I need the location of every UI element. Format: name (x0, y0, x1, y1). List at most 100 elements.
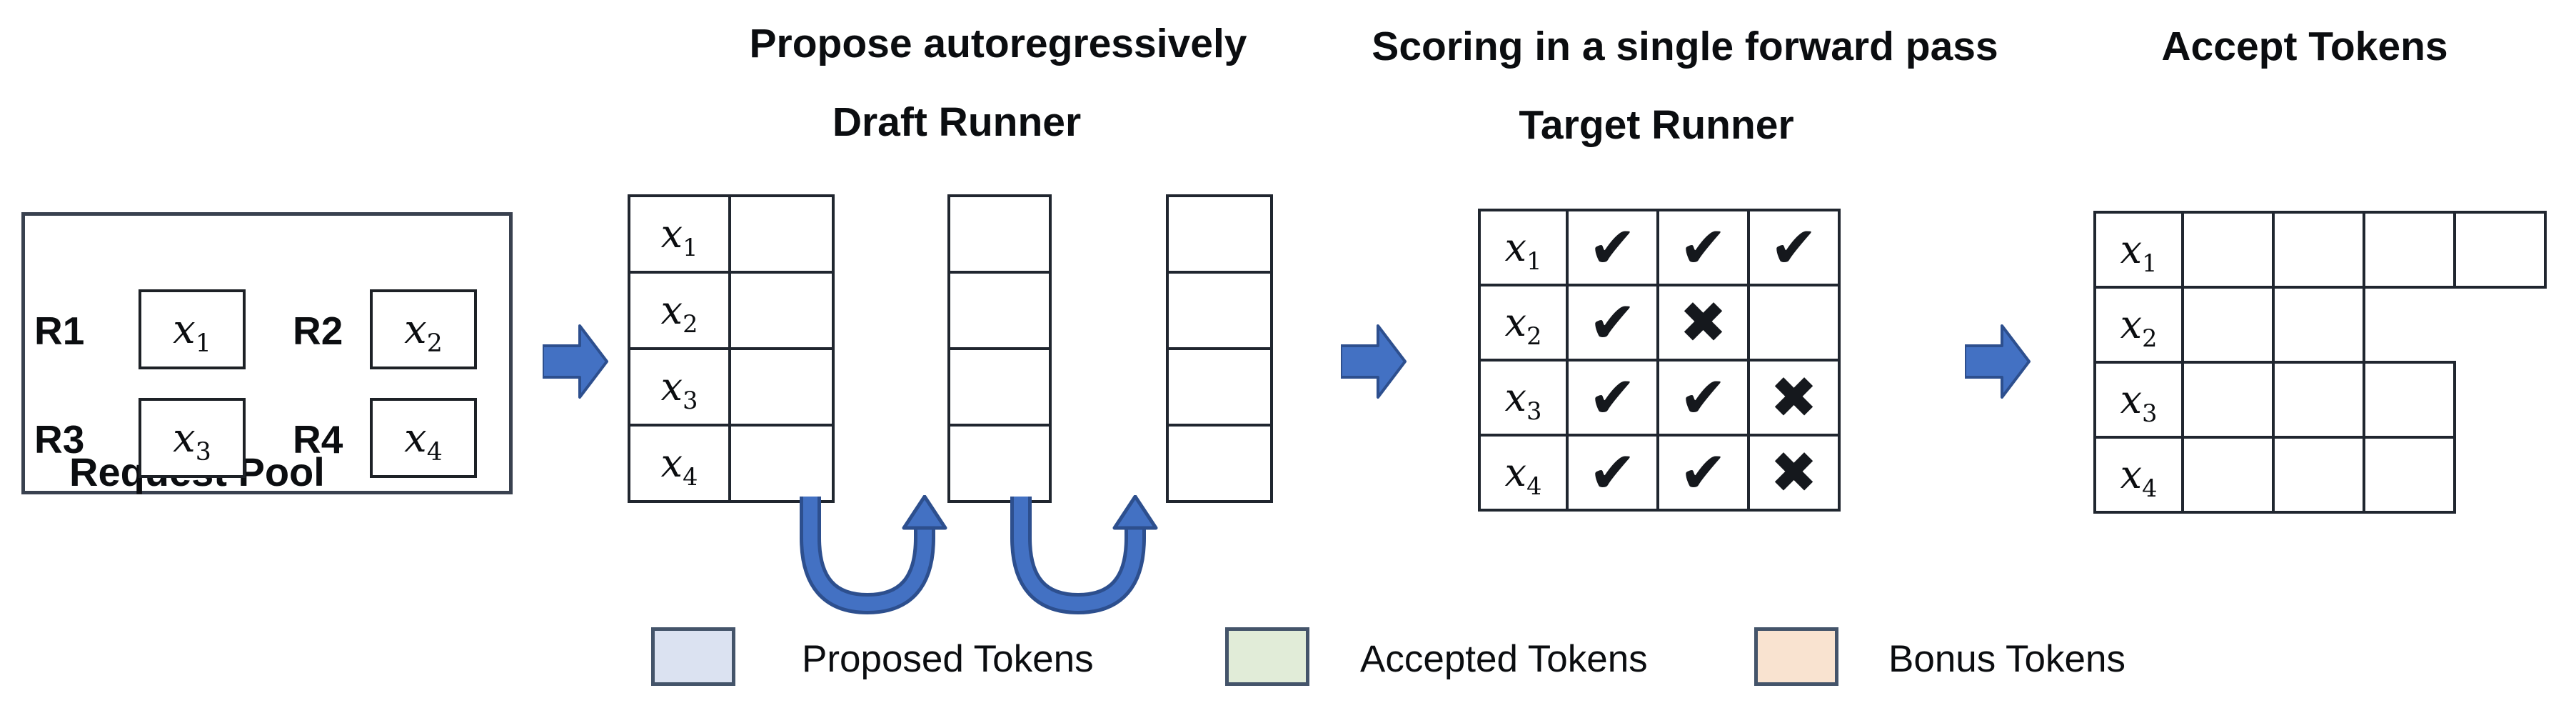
loop-arrow-icon (1010, 495, 1158, 615)
accepted-token-cell (2363, 211, 2456, 289)
proposed-token-cell (947, 194, 1052, 274)
accept-result-grid: x1 x2 x3 x4 (2093, 211, 2547, 514)
loop-arrow-icons (800, 495, 1158, 615)
loop-arrow-icon (800, 495, 947, 615)
accepted-token-cell (2272, 211, 2365, 289)
cross-icon: ✖ (1769, 439, 1818, 506)
target-score-grid: x1✔✔✔x2✔✖x3✔✔✖x4✔✔✖ (1478, 209, 1841, 512)
check-icon: ✔ (1588, 364, 1637, 431)
request-token-box: x2 (370, 289, 477, 369)
accept-row-label-cell: x1 (2093, 211, 2184, 289)
accept-row-label: x1 (2120, 227, 2158, 277)
request-id-label: R3 (34, 417, 85, 462)
empty-cell (2455, 287, 2545, 362)
accept-row-label-cell: x4 (2093, 436, 2184, 514)
accepted-token-cell (2272, 361, 2365, 439)
accept-row-label: x4 (2120, 452, 2158, 502)
proposed-token-cell (947, 347, 1052, 427)
flow-arrow-icon (543, 324, 608, 399)
legend-swatch-bonus (1754, 627, 1838, 686)
accept-row-label-cell: x3 (2093, 361, 2184, 439)
accepted-check-cell: ✔ (1656, 209, 1750, 286)
check-icon: ✔ (1588, 214, 1637, 281)
target-row-label: x1 (1504, 225, 1542, 275)
draft-grid-step1: x1 x2 x3 x4 (628, 194, 835, 503)
rejected-cross-cell: ✖ (1656, 284, 1750, 362)
rejected-cross-cell: ✖ (1747, 359, 1841, 437)
draft-grid-step2 (947, 194, 1052, 503)
accepted-token-cell (2181, 436, 2275, 514)
flow-arrow-icon (1965, 324, 2031, 399)
draft-row-label-cell: x2 (628, 271, 731, 350)
accept-row-label: x2 (2120, 302, 2158, 352)
accepted-check-cell: ✔ (1747, 209, 1841, 286)
draft-row-label: x3 (660, 364, 698, 414)
accepted-check-cell: ✔ (1566, 434, 1659, 512)
target-row-label-cell: x1 (1478, 209, 1569, 286)
empty-cell (2455, 362, 2545, 437)
target-row-label-cell: x2 (1478, 284, 1569, 362)
accepted-check-cell: ✔ (1566, 284, 1659, 362)
target-row-label: x4 (1504, 450, 1542, 500)
bonus-token-cell (2453, 211, 2547, 289)
title-accept-tokens: Accept Tokens (2161, 24, 2448, 69)
unscored-cell (1747, 284, 1841, 362)
accepted-token-cell (2181, 286, 2275, 364)
accept-row-label: x3 (2120, 377, 2158, 427)
request-id-label: R2 (293, 309, 343, 353)
legend-swatch-proposed (651, 627, 735, 686)
bonus-token-cell (2363, 361, 2456, 439)
draft-row-label: x4 (660, 441, 698, 491)
draft-row-label-cell: x1 (628, 194, 731, 274)
check-icon: ✔ (1588, 439, 1637, 506)
request-token-box: x1 (139, 289, 246, 369)
title-target-runner: Target Runner (1519, 102, 1794, 148)
title-draft-runner: Draft Runner (832, 99, 1082, 145)
check-icon: ✔ (1679, 439, 1728, 506)
bonus-token-cell (2272, 286, 2365, 364)
check-icon: ✔ (1588, 289, 1637, 356)
check-icon: ✔ (1679, 364, 1728, 431)
accepted-check-cell: ✔ (1656, 434, 1750, 512)
request-token-box: x4 (370, 398, 477, 478)
proposed-token-cell (728, 347, 835, 427)
request-token-box: x3 (139, 398, 246, 478)
proposed-token-cell (1166, 424, 1273, 503)
request-token-label: x1 (173, 306, 211, 358)
rejected-cross-cell: ✖ (1747, 434, 1841, 512)
draft-row-label: x1 (660, 211, 698, 261)
proposed-token-cell (1166, 271, 1273, 350)
request-id-label: R1 (34, 309, 85, 353)
accepted-check-cell: ✔ (1566, 359, 1659, 437)
target-row-label: x3 (1504, 375, 1542, 425)
accept-row-label-cell: x2 (2093, 286, 2184, 364)
request-id-label: R4 (293, 417, 343, 462)
request-token-label: x3 (173, 414, 211, 467)
accepted-token-cell (2181, 361, 2275, 439)
proposed-token-cell (947, 424, 1052, 503)
title-scoring-forward-pass: Scoring in a single forward pass (1372, 24, 1998, 69)
accepted-check-cell: ✔ (1566, 209, 1659, 286)
proposed-token-cell (947, 271, 1052, 350)
empty-cell (2455, 437, 2545, 512)
target-row-label: x2 (1504, 300, 1542, 350)
proposed-token-cell (1166, 194, 1273, 274)
request-token-label: x2 (404, 306, 443, 358)
title-propose-autoregressively: Propose autoregressively (749, 21, 1247, 66)
proposed-token-cell (728, 271, 835, 350)
cross-icon: ✖ (1769, 364, 1818, 431)
legend-swatch-accepted (1225, 627, 1309, 686)
proposed-token-cell (728, 424, 835, 503)
legend-label-proposed: Proposed Tokens (802, 638, 1094, 680)
empty-cell (2364, 287, 2455, 362)
check-icon: ✔ (1679, 214, 1728, 281)
bonus-token-cell (2363, 436, 2456, 514)
legend-label-accepted: Accepted Tokens (1360, 638, 1648, 680)
proposed-token-cell (728, 194, 835, 274)
accepted-check-cell: ✔ (1656, 359, 1750, 437)
draft-row-label-cell: x3 (628, 347, 731, 427)
flow-arrow-icon (1341, 324, 1407, 399)
draft-row-label-cell: x4 (628, 424, 731, 503)
request-token-label: x4 (404, 414, 443, 467)
accepted-token-cell (2181, 211, 2275, 289)
